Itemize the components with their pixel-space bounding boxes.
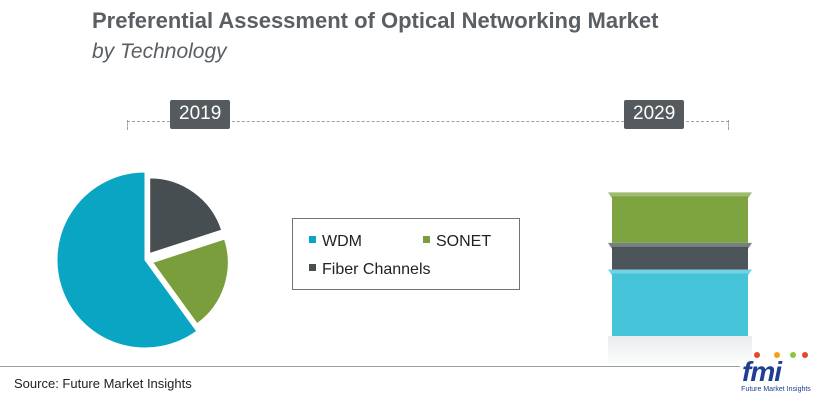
legend-label-wdm: WDM xyxy=(322,233,362,250)
logo-letters: fmi xyxy=(742,356,782,387)
pie-slice-fiber-channels xyxy=(149,177,223,255)
pie-slice-sonet xyxy=(151,238,229,325)
timeline-line xyxy=(127,121,729,132)
logo-tagline: Future Market Insights xyxy=(741,386,811,393)
year-badge-2029: 2029 xyxy=(624,100,685,129)
timeline-tick-left xyxy=(127,120,128,130)
logo-dot-orange xyxy=(774,352,780,358)
chart-title: Preferential Assessment of Optical Netwo… xyxy=(92,8,659,33)
pie-chart-2019 xyxy=(56,171,229,349)
fmi-logo: fmi Future Market Insights xyxy=(738,350,814,396)
timeline-tick-right xyxy=(728,120,729,130)
logo-dot-red-2 xyxy=(802,352,808,358)
legend-swatch-wdm xyxy=(309,236,316,244)
bar-segment-wdm xyxy=(608,269,752,336)
source-note: Source: Future Market Insights xyxy=(14,376,192,391)
bar-segment-fiber-channels xyxy=(608,242,752,270)
legend-swatch-fiber-channels xyxy=(309,264,316,272)
legend-label-fiber-channels: Fiber Channels xyxy=(322,261,431,278)
legend-item-wdm: WDM xyxy=(309,233,362,251)
bar-segment-sonet xyxy=(608,192,752,243)
legend: WDM SONET Fiber Channels xyxy=(292,218,520,290)
year-badge-2019: 2019 xyxy=(170,100,231,129)
legend-item-sonet: SONET xyxy=(423,233,491,251)
logo-dot-green xyxy=(790,352,796,358)
stacked-bar-2029 xyxy=(608,192,752,368)
footer-rule xyxy=(0,366,740,367)
chart-subtitle: by Technology xyxy=(92,40,227,63)
legend-swatch-sonet xyxy=(423,236,430,244)
pie-slice-wdm xyxy=(56,171,198,349)
legend-label-sonet: SONET xyxy=(436,233,492,250)
logo-dot-red xyxy=(754,352,760,358)
legend-item-fiber-channels: Fiber Channels xyxy=(309,261,431,279)
bar-reflection xyxy=(608,336,752,368)
